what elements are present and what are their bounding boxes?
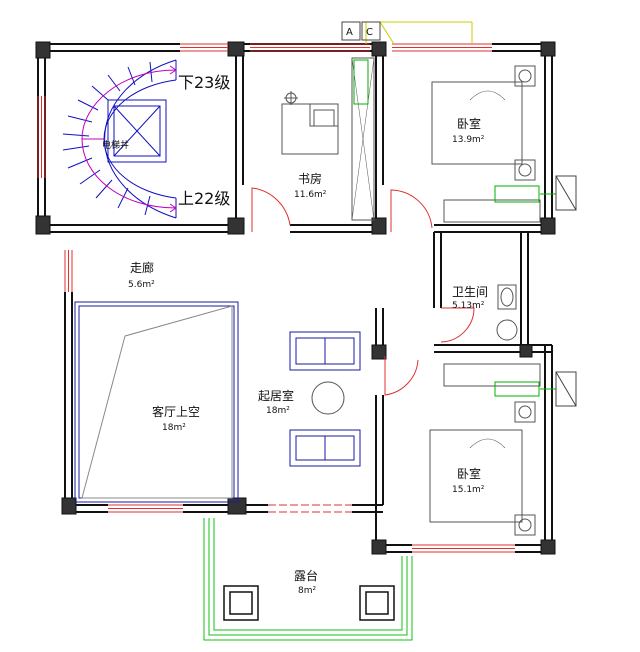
stair-up-label: 上22级 bbox=[178, 189, 230, 208]
room-area-void: 18m² bbox=[162, 423, 186, 433]
staircase bbox=[62, 59, 177, 219]
room-area-bathroom: 5.13m² bbox=[452, 301, 485, 311]
room-name-corridor: 走廊 bbox=[130, 260, 154, 275]
marker-a: A bbox=[346, 27, 353, 38]
stair-down-label: 下23级 bbox=[178, 73, 230, 92]
dimension-marks bbox=[365, 21, 473, 45]
elevator-label: 电梯井 bbox=[102, 139, 129, 151]
terrace-planters bbox=[223, 585, 395, 621]
doors bbox=[251, 187, 475, 396]
room-name-bedroom-se: 卧室 bbox=[457, 466, 481, 481]
room-area-study: 11.6m² bbox=[294, 190, 327, 200]
room-area-terrace: 8m² bbox=[298, 586, 316, 596]
walls bbox=[37, 43, 553, 553]
void-outline bbox=[74, 301, 239, 503]
marker-c: C bbox=[366, 27, 373, 38]
stair-arrows bbox=[81, 65, 177, 213]
marker-boxes bbox=[341, 21, 381, 41]
room-name-void: 客厅上空 bbox=[152, 404, 200, 419]
room-area-bedroom-se: 15.1m² bbox=[452, 485, 485, 495]
pillars bbox=[35, 41, 556, 555]
room-area-corridor: 5.6m² bbox=[128, 280, 155, 290]
furniture bbox=[281, 57, 541, 536]
room-name-bathroom: 卫生间 bbox=[452, 285, 488, 299]
ac-outdoor bbox=[555, 175, 577, 407]
room-area-living: 18m² bbox=[266, 406, 290, 416]
room-name-bedroom-ne: 卧室 bbox=[457, 116, 481, 131]
ac-units bbox=[353, 59, 556, 397]
windows bbox=[37, 43, 515, 553]
room-name-terrace: 露台 bbox=[294, 568, 318, 583]
room-name-study: 书房 bbox=[298, 171, 322, 186]
room-area-bedroom-ne: 13.9m² bbox=[452, 135, 485, 145]
room-name-living: 起居室 bbox=[258, 388, 294, 403]
terrace-railing bbox=[203, 518, 413, 641]
